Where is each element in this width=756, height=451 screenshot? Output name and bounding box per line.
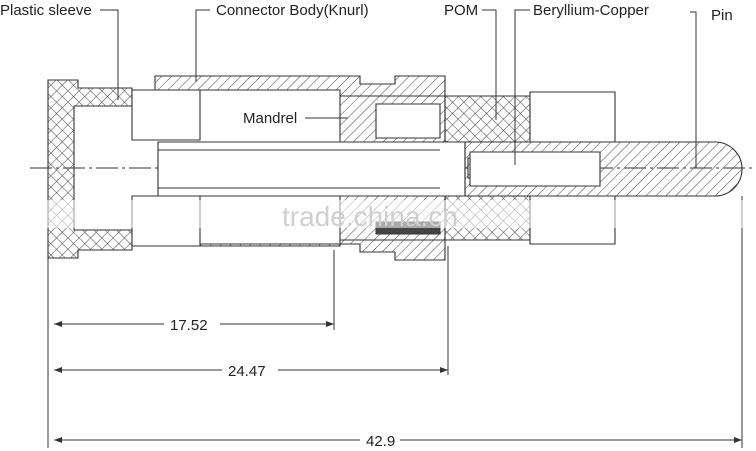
leader-lines	[100, 9, 697, 168]
label-plastic-sleeve: Plastic sleeve	[0, 2, 92, 19]
dimension-17-52	[54, 314, 334, 332]
dimension-42-9	[54, 430, 742, 448]
watermark-band	[30, 200, 756, 228]
dimension-24-47	[54, 360, 448, 378]
dim-17-52: 17.52	[170, 317, 208, 334]
label-pom: POM	[444, 2, 478, 19]
dim-24-47: 24.47	[228, 363, 266, 380]
bore-lines	[158, 149, 440, 189]
pin-bore	[469, 151, 601, 187]
connector-body-part	[131, 75, 446, 261]
label-connector-body: Connector Body(Knurl)	[216, 2, 369, 19]
watermark-text: trade.china.cn	[282, 201, 458, 232]
label-pin: Pin	[711, 7, 733, 24]
extension-lines	[47, 196, 743, 448]
label-beryllium-copper: Beryllium-Copper	[533, 2, 649, 19]
plastic-sleeve-part	[47, 79, 133, 259]
dim-42-9: 42.9	[366, 433, 395, 450]
label-mandrel: Mandrel	[243, 110, 297, 127]
